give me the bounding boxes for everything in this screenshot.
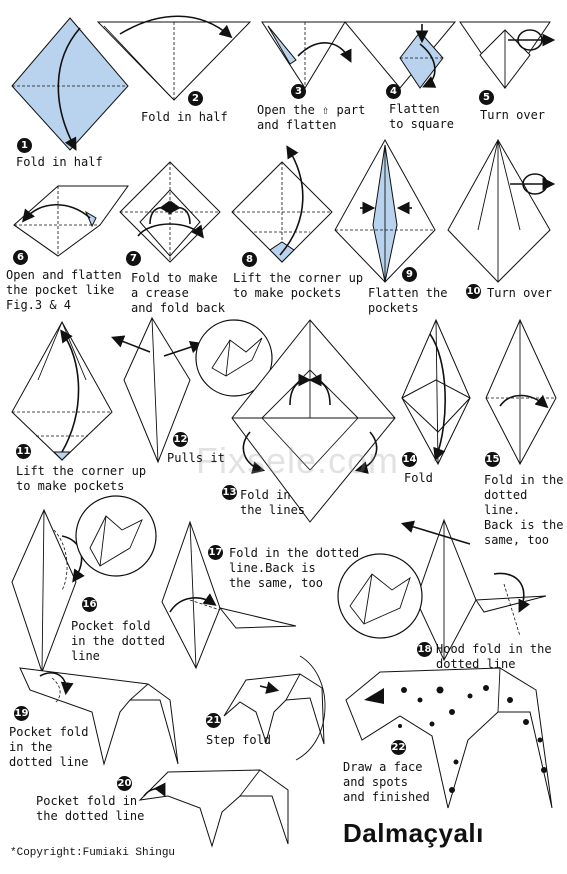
step-number-15: 15: [485, 452, 500, 467]
step-number-22: 22: [391, 740, 406, 755]
step-3-figure: [261, 21, 352, 89]
step-6-figure: [13, 185, 129, 257]
step-label-22: Draw a face and spots and finished: [343, 760, 430, 804]
step-number-5: 5: [479, 90, 494, 105]
step-number-21: 21: [206, 713, 221, 728]
step-number-4: 4: [386, 84, 401, 99]
step-number-9: 9: [402, 267, 417, 282]
step-number-7: 7: [126, 251, 141, 266]
step-label-20: Pocket fold in the dotted line: [36, 794, 145, 823]
step-21-figure: [223, 655, 326, 761]
step-label-11: Lift the corner up to make pockets: [16, 464, 147, 493]
step-18-figure: [337, 518, 547, 662]
step-number-14: 14: [402, 452, 417, 467]
step-label-16: Pocket fold in the dotted line: [71, 619, 165, 663]
step-label-10: Turn over: [487, 286, 553, 300]
step-label-8: Lift the corner up to make pockets: [233, 271, 364, 300]
diagram-title: Dalmaçyalı: [343, 818, 484, 848]
step-number-1: 1: [17, 138, 32, 153]
step-number-3: 3: [291, 84, 306, 99]
watermark: Fixsele.com: [196, 440, 400, 481]
step-12-figure: [111, 316, 273, 464]
step-label-6: Open and flatten the pocket like Fig.3 &…: [6, 268, 122, 312]
step-label-12: Pulls it: [167, 451, 225, 465]
step-10-figure: [447, 138, 556, 283]
step-number-17: 17: [208, 545, 223, 560]
step-label-4: Flatten to square: [389, 102, 455, 131]
step-label-13: Fold in the lines: [240, 488, 306, 517]
step-number-6: 6: [13, 250, 28, 265]
step-17-figure: [161, 520, 297, 670]
step-2-figure: [96, 15, 252, 101]
step-label-18: Hood fold in the dotted line: [436, 642, 552, 671]
step-13-figure: [231, 319, 396, 523]
step-label-3: Open the ⇧ part and flatten: [257, 103, 366, 132]
step-label-1: Fold in half: [16, 155, 103, 169]
step-label-5: Turn over: [480, 108, 546, 122]
step-22-figure: [345, 667, 553, 809]
step-label-2: Fold in half: [141, 110, 228, 124]
step-label-21: Step fold: [206, 733, 272, 747]
step-label-14: Fold: [404, 471, 433, 485]
step-label-15: Fold in the dotted line. Back is the sam…: [484, 473, 564, 547]
step-1-figure: [11, 17, 129, 151]
step-19-figure: [19, 667, 179, 766]
step-number-20: 20: [117, 776, 132, 791]
step-11-figure: [11, 320, 113, 461]
step-number-10: 10: [466, 284, 481, 299]
step-7-figure: [119, 161, 221, 263]
step-5-figure: [459, 21, 556, 89]
step-label-9: Flatten the pockets: [368, 286, 448, 315]
step-label-19: Pocket fold in the dotted line: [9, 725, 89, 769]
step-label-7: Fold to make a crease and fold back: [131, 271, 225, 315]
step-number-2: 2: [188, 91, 203, 106]
step-number-11: 11: [16, 444, 31, 459]
step-number-18: 18: [417, 642, 432, 657]
step-label-17: Fold in the dotted line.Back is the same…: [229, 546, 360, 590]
step-14-figure: [401, 318, 471, 466]
step-number-19: 19: [14, 706, 29, 721]
step-9-figure: [334, 138, 436, 283]
step-number-8: 8: [242, 252, 257, 267]
step-15-figure: [485, 318, 557, 466]
step-16-figure: [11, 495, 157, 674]
step-number-12: 12: [173, 432, 188, 447]
step-8-figure: [231, 145, 333, 263]
step-number-13: 13: [222, 485, 237, 500]
copyright-text: *Copyright:Fumiaki Shingu: [10, 847, 176, 859]
step-20-figure: [138, 769, 289, 848]
step-4-figure: [343, 21, 457, 89]
step-number-16: 16: [82, 597, 97, 612]
